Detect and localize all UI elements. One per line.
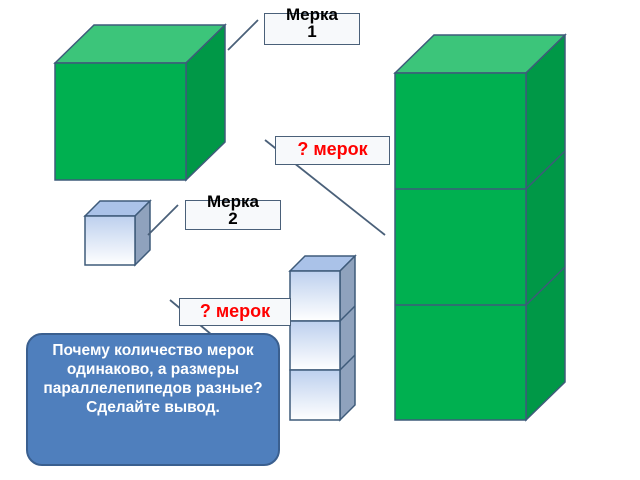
blue-divider-1-side <box>339 305 356 322</box>
tall-front-face <box>394 72 527 421</box>
measure2-label-line2: 2 <box>228 209 238 228</box>
blue-divider-2-side <box>339 354 356 371</box>
tall-blue-parallelepiped <box>288 254 357 422</box>
measure2-label: Мерка 2 <box>185 193 281 230</box>
question-small-label: ? мерок <box>179 298 291 326</box>
measure2-label-line1: Мерка <box>207 192 259 211</box>
measure1-label-line1: Мерка <box>286 5 338 24</box>
tall-divider-2-side <box>525 266 566 306</box>
connector-measure1 <box>227 19 259 51</box>
blue-tall-side <box>339 254 356 422</box>
tall-divider-1-side <box>525 150 566 190</box>
question-callout: Почему количество мерок одинаково, а раз… <box>26 333 280 466</box>
question-large-text: ? мерок <box>297 139 368 159</box>
connector-measure2 <box>147 204 179 236</box>
measure1-label: Мерка 1 <box>264 6 360 45</box>
blue-cube-3 <box>289 369 341 421</box>
blue-cube-1 <box>289 270 341 322</box>
small-cube-front <box>84 215 136 266</box>
question-small-text: ? мерок <box>199 301 271 321</box>
tall-green-parallelepiped <box>393 33 567 422</box>
measure1-green-cube <box>53 23 227 182</box>
measure2-blue-cube <box>83 199 152 267</box>
blue-cube-2 <box>289 320 341 371</box>
cube-front-face <box>54 62 187 181</box>
callout-text: Почему количество мерок одинаково, а раз… <box>43 342 263 416</box>
measure1-label-line2: 1 <box>307 22 317 41</box>
question-large-label: ? мерок <box>275 136 390 165</box>
tall-side-face <box>525 33 566 422</box>
